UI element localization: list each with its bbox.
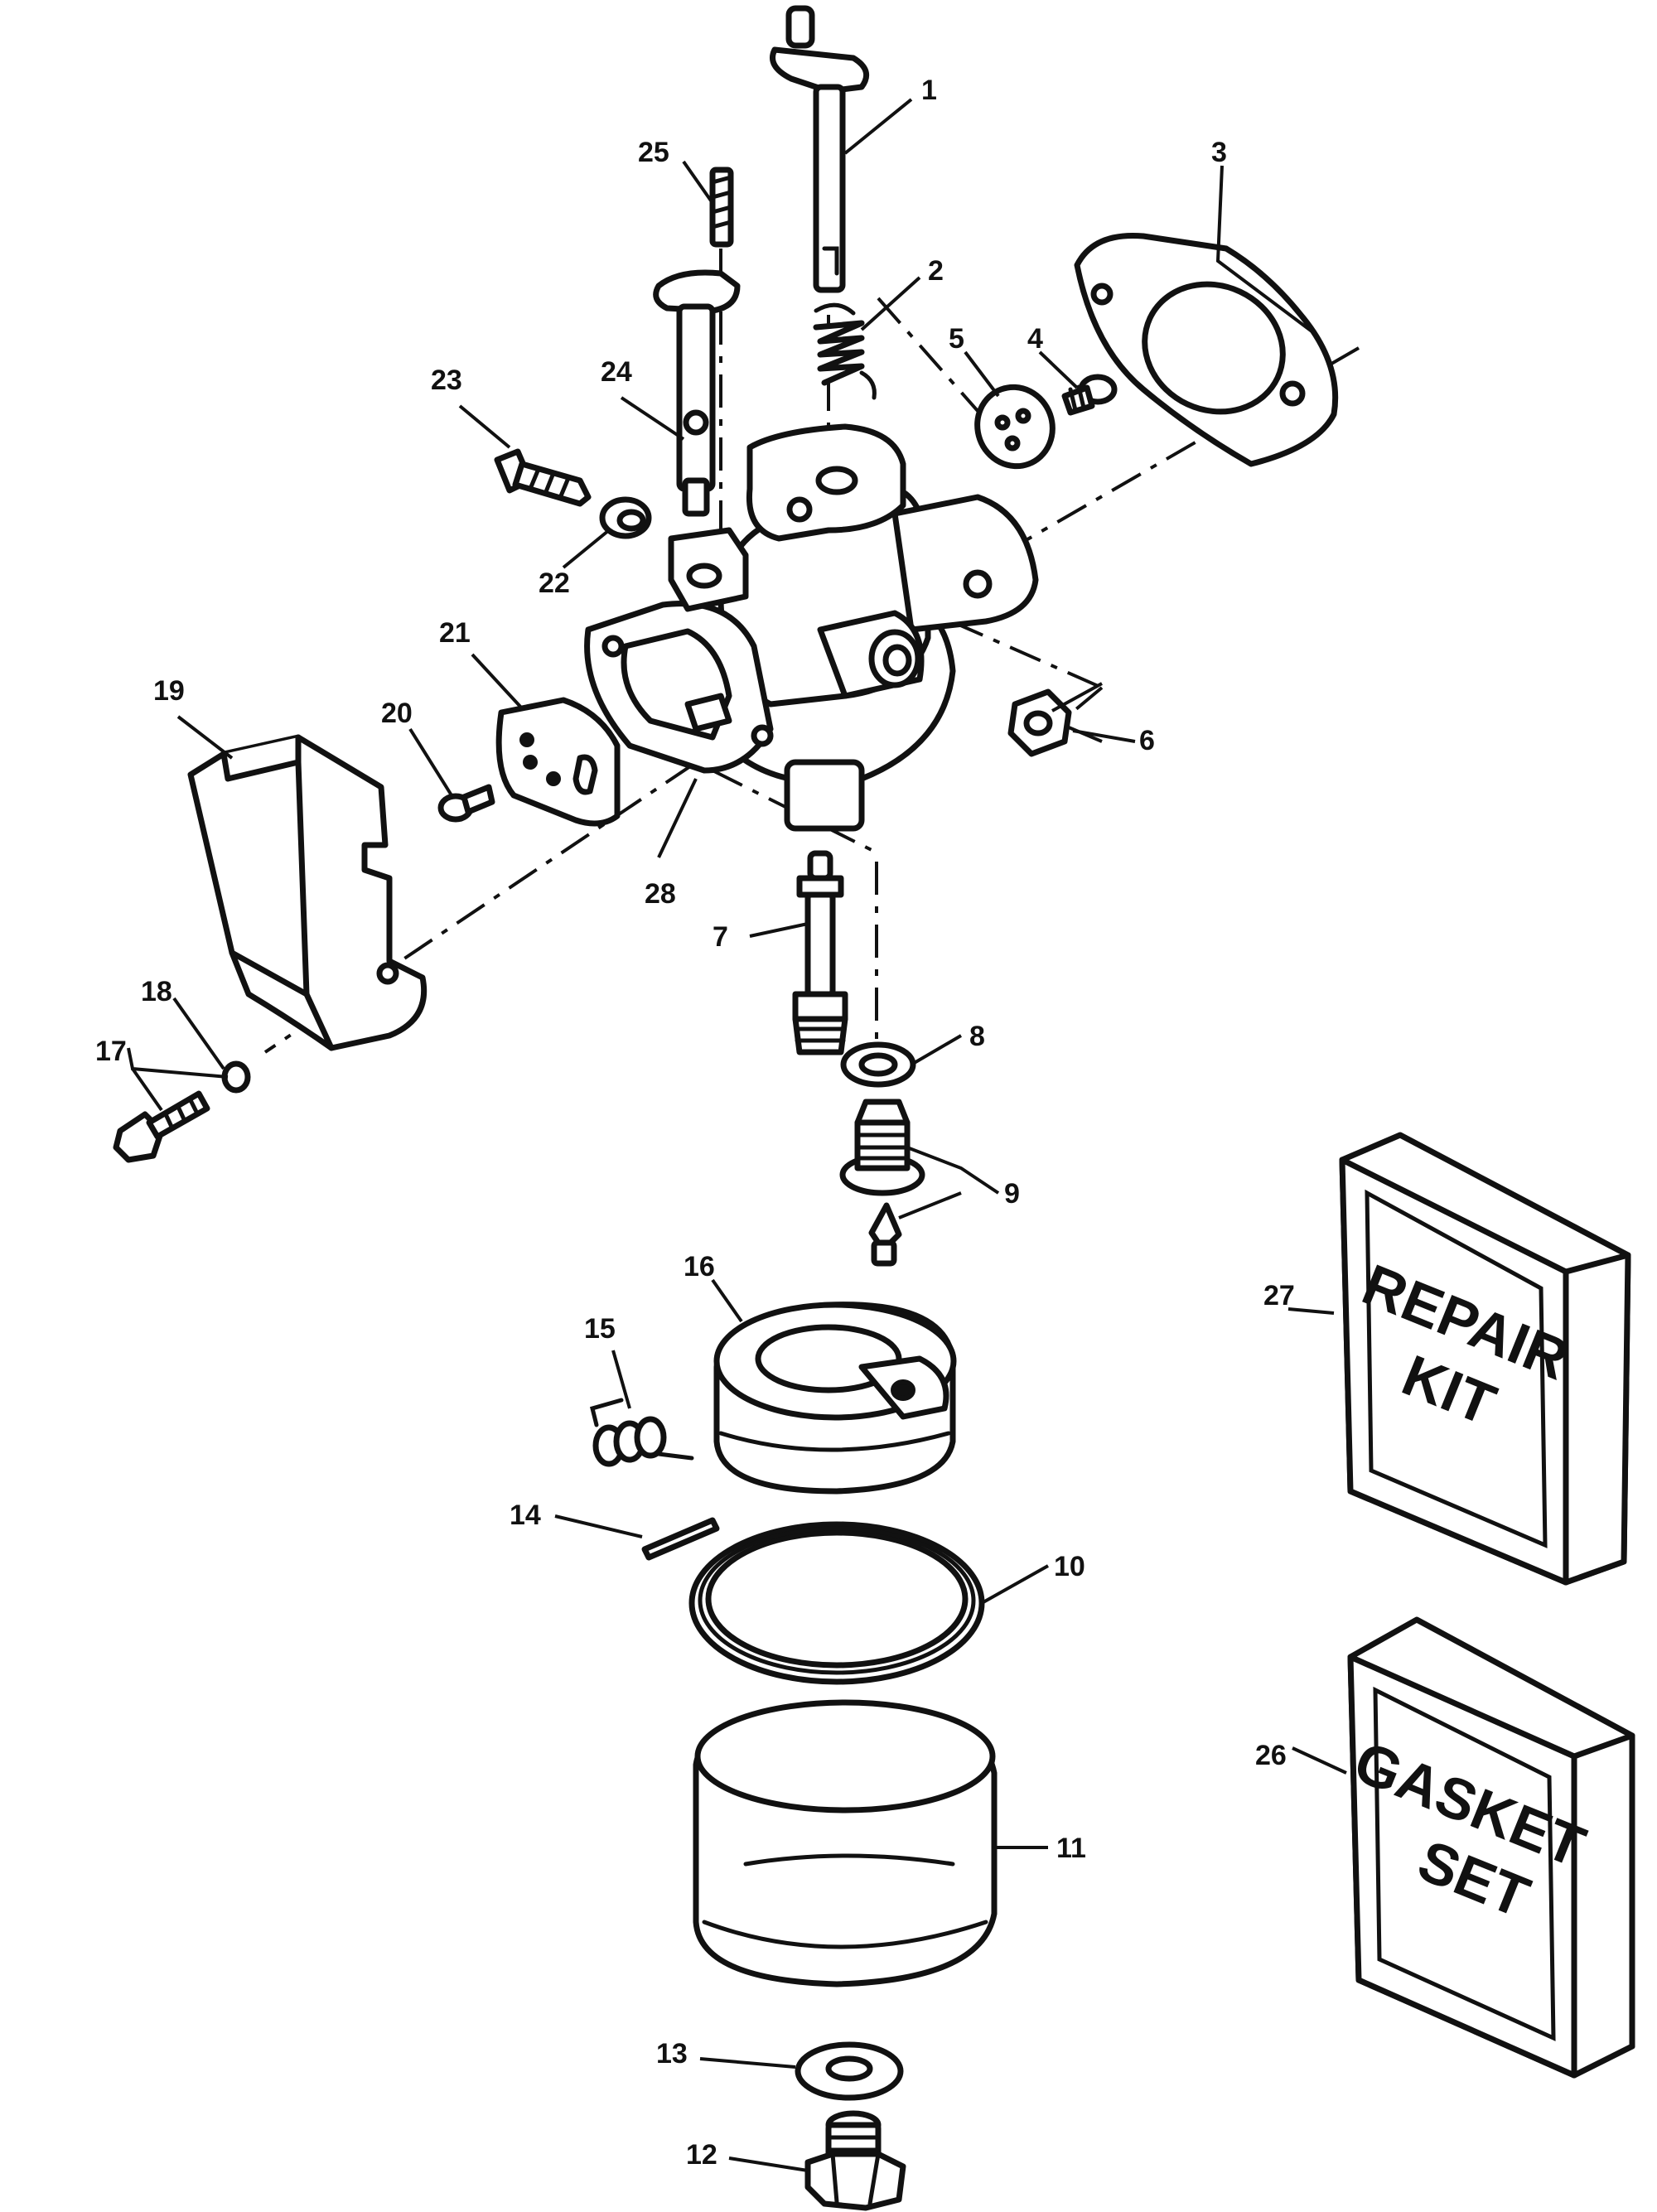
callout-12: 12 [686, 2139, 717, 2171]
callout-15: 15 [584, 1313, 616, 1345]
callout-1: 1 [921, 75, 937, 106]
callout-19: 19 [153, 675, 185, 707]
callout-25: 25 [638, 137, 669, 168]
callout-24: 24 [601, 356, 632, 388]
callout-3: 3 [1211, 137, 1227, 168]
float-spring-part [589, 1398, 694, 1467]
callout-2: 2 [928, 255, 944, 287]
mounting-gasket-part [1074, 232, 1339, 467]
needle-valve-part [792, 850, 848, 1055]
callout-22: 22 [539, 567, 570, 599]
throttle-plate-part [974, 384, 1056, 470]
callout-14: 14 [510, 1500, 541, 1531]
callout-28: 28 [645, 878, 676, 910]
nut-6-part [1007, 688, 1072, 757]
callout-6: 6 [1139, 725, 1155, 756]
float-bowl-part [693, 1699, 998, 1987]
callout-27: 27 [1263, 1280, 1295, 1311]
inlet-needle-part [868, 1202, 902, 1267]
callout-21: 21 [439, 617, 471, 649]
callout-7: 7 [713, 921, 728, 953]
float-pin-part [641, 1517, 720, 1561]
washer-8-part [840, 1041, 916, 1088]
gasket-set-box: GASKET SET [1345, 1616, 1635, 2079]
callout-4: 4 [1027, 323, 1043, 355]
throttle-shaft-part [770, 5, 870, 293]
screw-4-part [1061, 374, 1118, 416]
callout-9: 9 [1004, 1178, 1020, 1210]
throttle-spring-part [813, 302, 877, 400]
bolt-17-part [113, 1090, 210, 1163]
lock-washer-18-part [221, 1060, 251, 1094]
bowl-washer-part [795, 2041, 904, 2101]
air-cleaner-bracket-part [187, 734, 428, 1051]
bowl-nut-part [804, 2110, 906, 2211]
callout-17: 17 [95, 1036, 127, 1067]
callout-11: 11 [1056, 1833, 1086, 1864]
screw-20-part [437, 784, 495, 823]
choke-shaft-part [653, 269, 741, 517]
repair-kit-box: REPAIR KIT [1339, 1132, 1631, 1586]
carburetor-body-part [584, 423, 1039, 832]
screw-23-part [494, 448, 592, 507]
callout-10: 10 [1054, 1551, 1085, 1582]
callout-26: 26 [1255, 1740, 1287, 1771]
callout-16: 16 [684, 1251, 715, 1282]
callouts: 1 2 3 4 5 6 7 8 9 10 11 12 13 14 15 16 1… [95, 75, 1295, 2171]
callout-5: 5 [949, 323, 964, 355]
float-part [713, 1302, 957, 1495]
inlet-seat-part [839, 1099, 925, 1196]
callout-8: 8 [969, 1021, 985, 1052]
callout-23: 23 [431, 365, 462, 396]
idle-screw-part [709, 167, 734, 248]
leader-lines [127, 98, 1347, 2172]
choke-plate-part [495, 697, 621, 827]
bowl-gasket-part [688, 1521, 985, 1685]
callout-20: 20 [381, 698, 413, 729]
callout-13: 13 [656, 2038, 688, 2070]
callout-18: 18 [141, 976, 172, 1007]
bushing-22-part [599, 496, 652, 539]
